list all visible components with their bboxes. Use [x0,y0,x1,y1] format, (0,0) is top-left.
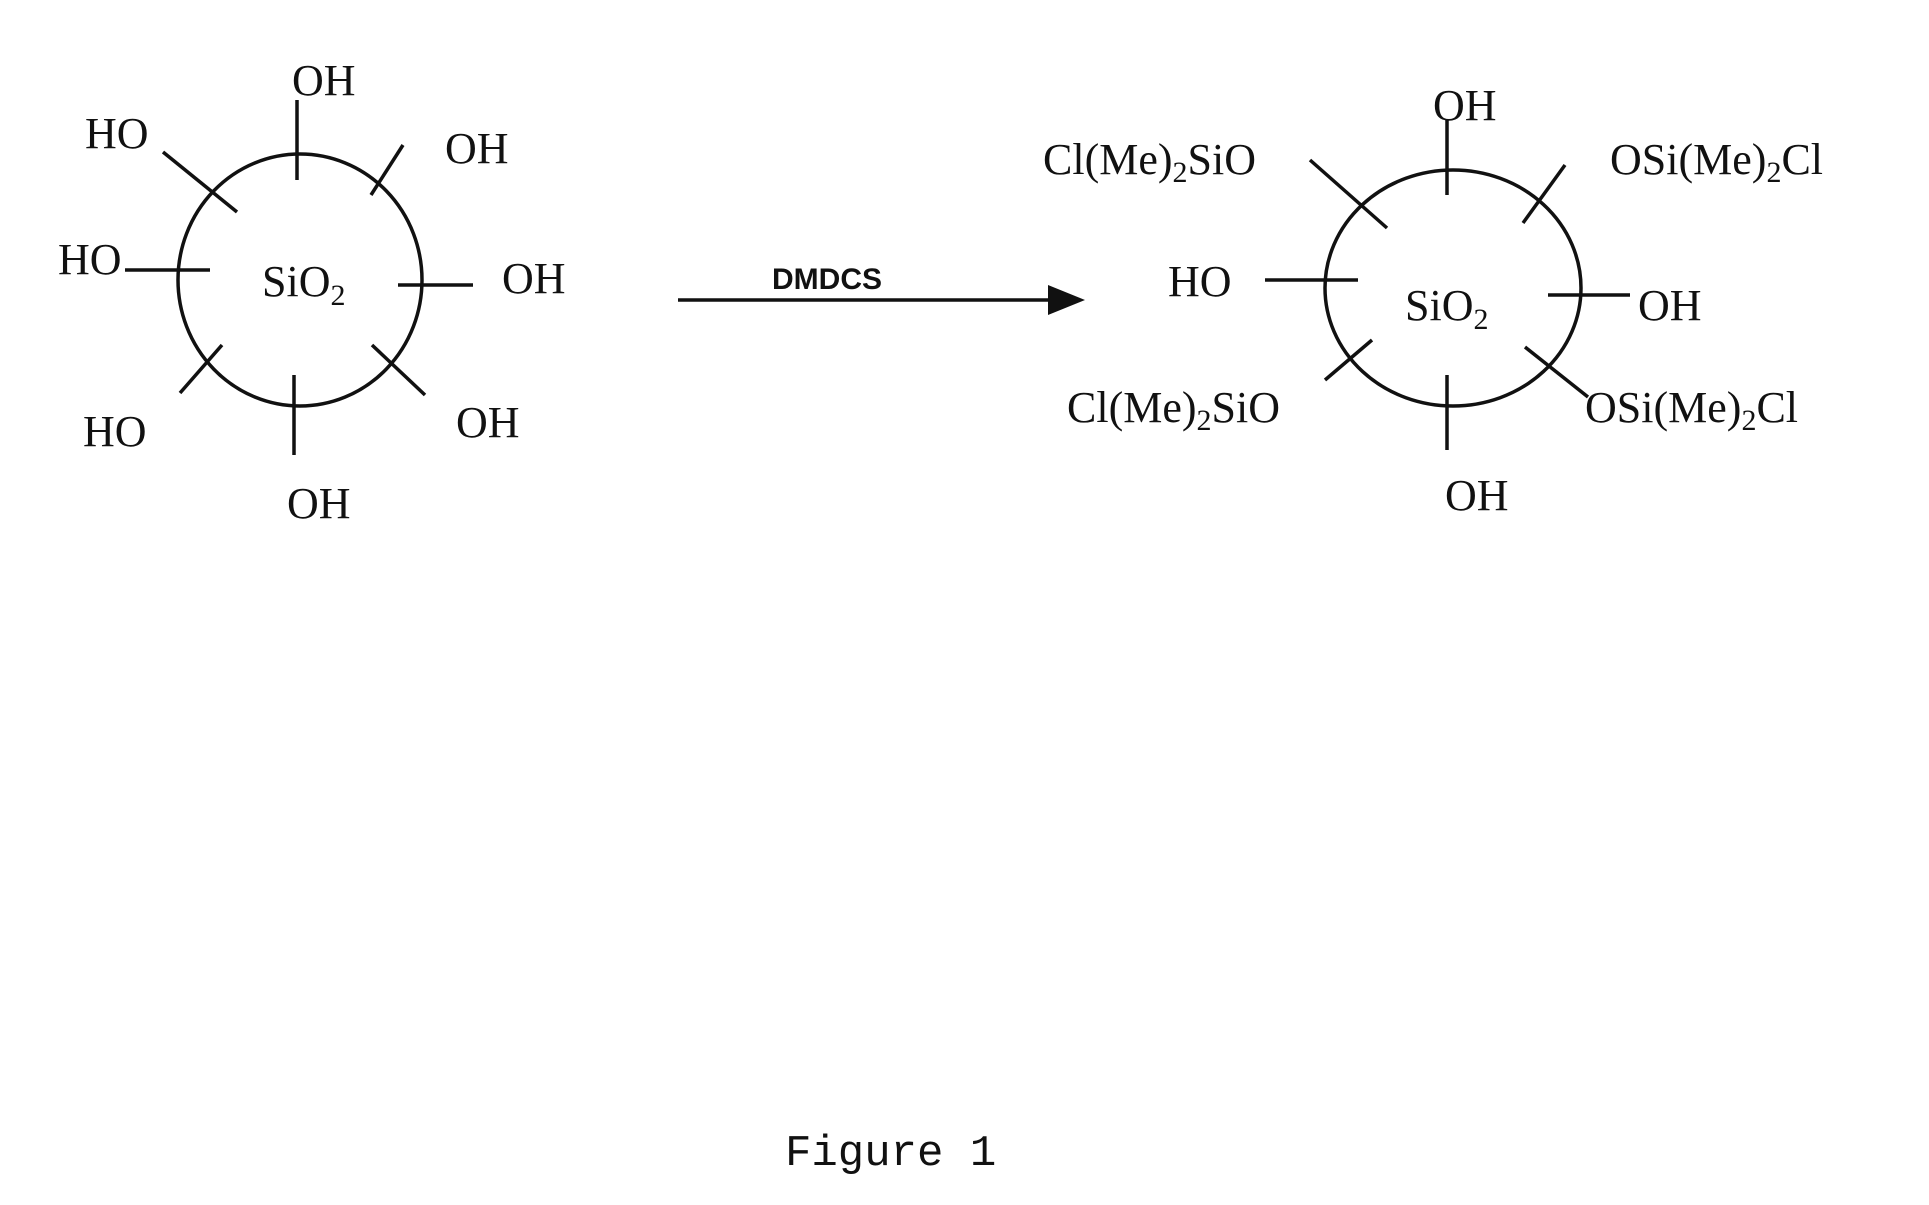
reactant-bond-upper-right [371,145,403,195]
reactant-group-top: OH [292,56,356,105]
product-group-top: OH [1433,81,1497,130]
reactant-group-lower-right: OH [456,398,520,447]
reactant-core-label: SiO2 [262,257,345,312]
product-group-right: OH [1638,281,1702,330]
reaction-arrow: DMDCS [678,263,1085,315]
product-group-bottom: OH [1445,471,1509,520]
reaction-arrow-head [1048,285,1085,315]
reactant-group-upper-left: HO [85,109,149,158]
reactant-group-right: OH [502,254,566,303]
product-group-lower-left: Cl(Me)2SiO [1067,383,1280,437]
product-group-upper-right: OSi(Me)2Cl [1610,135,1823,189]
reagent-label: DMDCS [772,263,882,296]
product-structure: SiO2 OH OH HO OH Cl(Me)2SiO Cl(Me)2SiO O… [1043,81,1823,520]
figure-caption: Figure 1 [785,1129,996,1179]
reactant-group-upper-right: OH [445,124,509,173]
reactant-structure: SiO2 OH HO OH HO OH HO OH OH [58,56,566,528]
product-core-label: SiO2 [1405,281,1488,336]
product-group-lower-right: OSi(Me)2Cl [1585,383,1798,437]
product-group-upper-left: Cl(Me)2SiO [1043,135,1256,189]
product-bond-lower-right [1525,347,1588,397]
reactant-group-bottom: OH [287,479,351,528]
reactant-group-left: HO [58,235,122,284]
product-group-left: HO [1168,257,1232,306]
reactant-group-lower-left: HO [83,407,147,456]
